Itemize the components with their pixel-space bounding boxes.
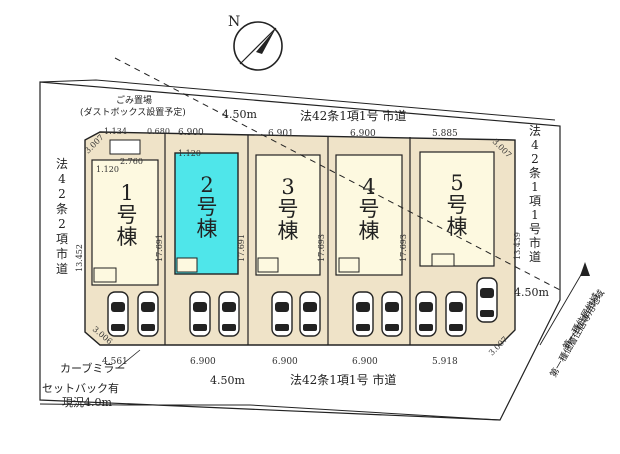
garbage-note-sub: (ダストボックス設置予定) <box>80 106 186 118</box>
bottom-road-label: 法42条1項1号 市道 <box>290 372 396 387</box>
bottom-dim: 5.918 <box>432 357 458 367</box>
bottom-road-edge <box>39 403 501 421</box>
top-dim: 6.900 <box>178 128 204 138</box>
car-icon <box>189 291 211 337</box>
top-dim: 6.900 <box>350 129 376 139</box>
garbage-station <box>109 139 141 155</box>
car-icon <box>271 291 293 337</box>
porch <box>93 267 117 283</box>
car-icon <box>299 291 321 337</box>
top-road-width: 4.50m <box>222 108 257 121</box>
side-dim: 17.693 <box>317 234 326 262</box>
porch <box>176 257 198 273</box>
house-5-footprint <box>419 151 495 267</box>
compass-rose: N <box>228 14 283 71</box>
car-icon <box>476 277 498 323</box>
car-icon <box>415 291 437 337</box>
house-1-footprint <box>91 159 159 286</box>
zoning-boundary-line <box>114 57 561 291</box>
car-icon <box>107 291 129 337</box>
side-dim: 13.452 <box>75 244 84 272</box>
car-icon <box>381 291 403 337</box>
top-road-label: 法42条1項1号 市道 <box>300 108 406 123</box>
zone-arrow <box>539 267 586 346</box>
car-icon <box>137 291 159 337</box>
car-icon <box>352 291 374 337</box>
house-2-footprint[interactable] <box>174 152 239 275</box>
porch <box>257 257 279 273</box>
top-dim: 1.134 <box>104 127 127 136</box>
top-dim: 6.901 <box>268 129 294 139</box>
bottom-dim: 6.900 <box>272 357 298 367</box>
side-dim: 17.691 <box>155 234 164 262</box>
car-icon <box>218 291 240 337</box>
parking-cars <box>107 277 498 337</box>
zone-arrow-head <box>580 262 590 276</box>
porch <box>338 257 360 273</box>
car-icon <box>445 291 467 337</box>
small-dim: 1.120 <box>178 149 201 158</box>
house-4-footprint <box>335 154 403 276</box>
compass-north-label: N <box>228 14 240 30</box>
top-road-edge <box>39 79 556 121</box>
garbage-note: ごみ置場 <box>116 94 152 106</box>
bottom-dim: 6.900 <box>352 357 378 367</box>
bottom-dim: 4.561 <box>102 357 128 367</box>
bottom-dim: 6.900 <box>190 357 216 367</box>
porch <box>431 253 455 267</box>
top-dim: 5.885 <box>432 129 458 139</box>
bottom-road-width: 4.50m <box>210 374 245 387</box>
small-dim: 2.760 <box>120 157 143 166</box>
mirror-note: カーブミラー <box>60 361 125 375</box>
setback-note: セットバック有 <box>42 381 119 395</box>
top-dim: 0.680 <box>147 127 170 136</box>
right-road-width: 4.50m <box>514 286 549 299</box>
small-dim: 1.120 <box>96 165 119 174</box>
side-dim: 17.691 <box>237 234 246 262</box>
side-dim: 17.693 <box>399 234 408 262</box>
side-dim: 13.439 <box>513 232 522 260</box>
mirror-leader <box>117 349 141 369</box>
house-3-footprint <box>255 154 321 276</box>
setback-width-note: 現況4.0m <box>62 395 112 409</box>
